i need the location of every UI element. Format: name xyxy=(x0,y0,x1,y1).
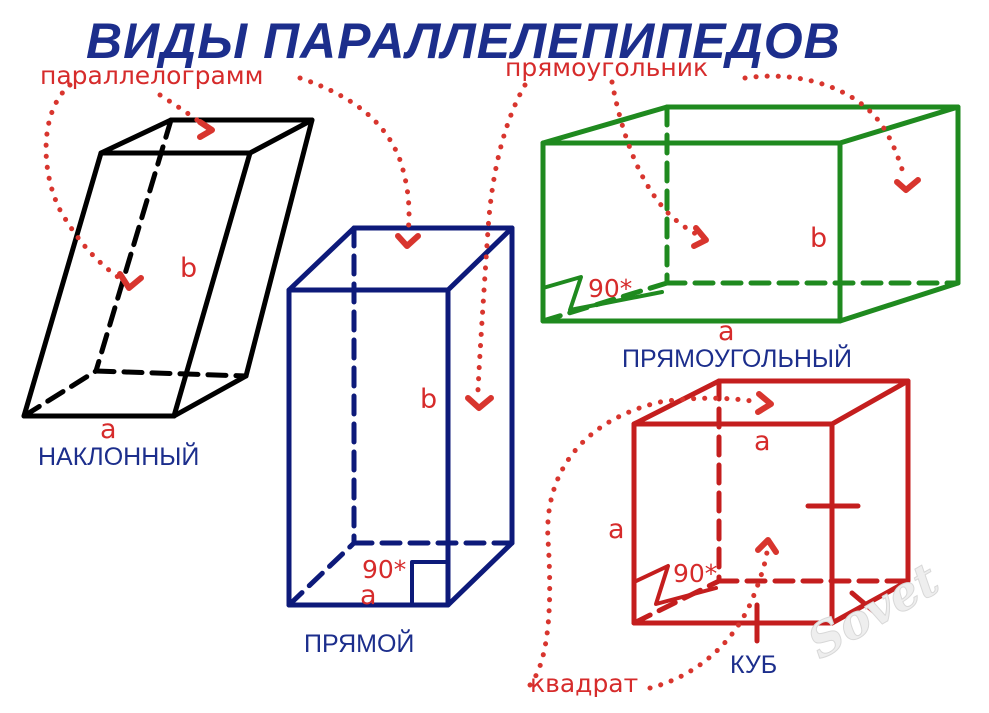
cube-caption: КУБ xyxy=(730,651,777,679)
inclined-edge-b-label: b xyxy=(180,253,197,284)
right-edge-b-label: b xyxy=(420,384,437,415)
cube xyxy=(631,378,911,644)
annotation-arrows xyxy=(43,73,921,691)
cube-edge-a-side-label: a xyxy=(608,514,625,545)
right-angle-label: 90* xyxy=(362,555,406,584)
rectangular-caption: ПРЯМОУГОЛЬНЫЙ xyxy=(622,343,852,373)
inclined-edge-a-label: a xyxy=(100,414,117,445)
cube-edge-a-top-label: a xyxy=(754,426,771,457)
annotation-parallelogram: параллелограмм xyxy=(40,61,264,90)
right-edge-a-label: a xyxy=(360,580,377,611)
page-title: ВИДЫ ПАРАЛЛЕЛЕПИПЕДОВ xyxy=(86,13,841,69)
rect-edge-b-label: b xyxy=(810,223,827,254)
right-caption: ПРЯМОЙ xyxy=(304,628,414,658)
rect-angle-label: 90* xyxy=(588,274,632,303)
right-parallelepiped xyxy=(286,225,515,608)
annotation-square: квадрат xyxy=(530,669,638,698)
inclined-caption: НАКЛОННЫЙ xyxy=(38,441,199,471)
inclined-parallelepiped xyxy=(21,117,315,419)
cube-angle-label: 90* xyxy=(673,559,717,588)
rectangular-parallelepiped xyxy=(540,104,961,324)
watermark-logo: Sovet xyxy=(798,552,948,670)
annotation-rectangle: прямоугольник xyxy=(505,53,708,82)
rect-edge-a-label: a xyxy=(718,316,735,347)
watermark-text: Sovet xyxy=(799,552,948,669)
